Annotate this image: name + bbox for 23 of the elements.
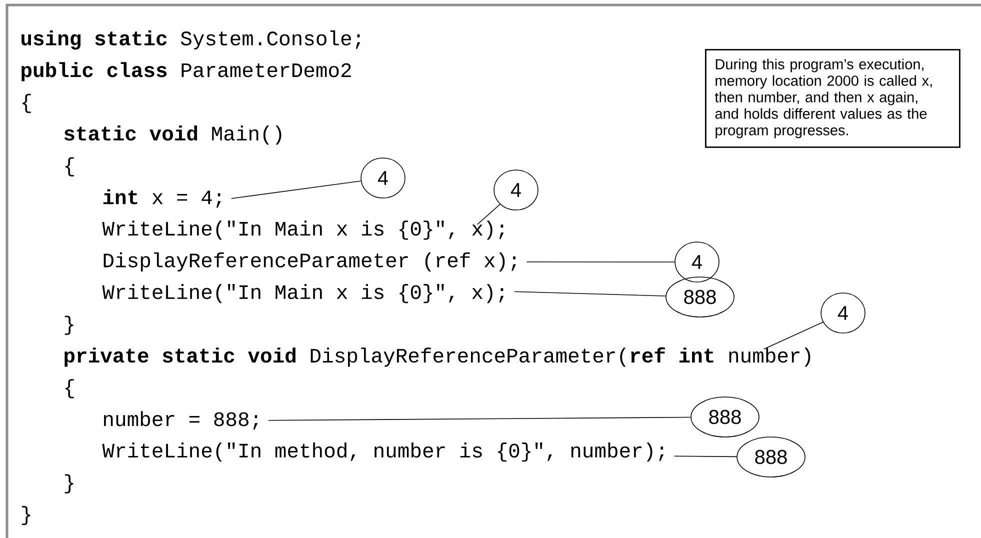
leader-line	[476, 204, 500, 225]
code-line: }	[64, 474, 74, 494]
code-line: WriteLine("In method, number is {0}", number);	[102, 442, 664, 462]
code-line: }	[22, 506, 30, 526]
leader-line	[268, 416, 692, 421]
code-line: WriteLine("In Main x is {0}", x);	[102, 220, 504, 240]
code-line: {	[65, 157, 74, 176]
code-line: }	[64, 316, 74, 335]
callout-box: During this program’s execution, memory location 2000 is called x, then number, and then x again, and holds different values as the program progresses.	[705, 49, 960, 148]
leader-line	[514, 291, 666, 296]
code-line: using static System.Console;	[22, 30, 360, 50]
code-line: number = 888;	[104, 411, 258, 430]
leader-line	[231, 180, 362, 199]
code-line: static void Main()	[64, 126, 282, 145]
code-line: private static void DisplayReferenceParameter(ref int number)	[64, 347, 810, 367]
code-line: {	[22, 94, 31, 113]
leader-line	[763, 322, 824, 350]
code-line: {	[65, 379, 74, 398]
code-line: DisplayReferenceParameter (ref x);	[104, 252, 516, 272]
code-line: int x = 4;	[103, 189, 221, 208]
leader-line	[674, 456, 738, 458]
code-line: public class ParameterDemo2	[22, 62, 351, 82]
code-line: WriteLine("In Main x is {0}", x);	[102, 284, 504, 304]
